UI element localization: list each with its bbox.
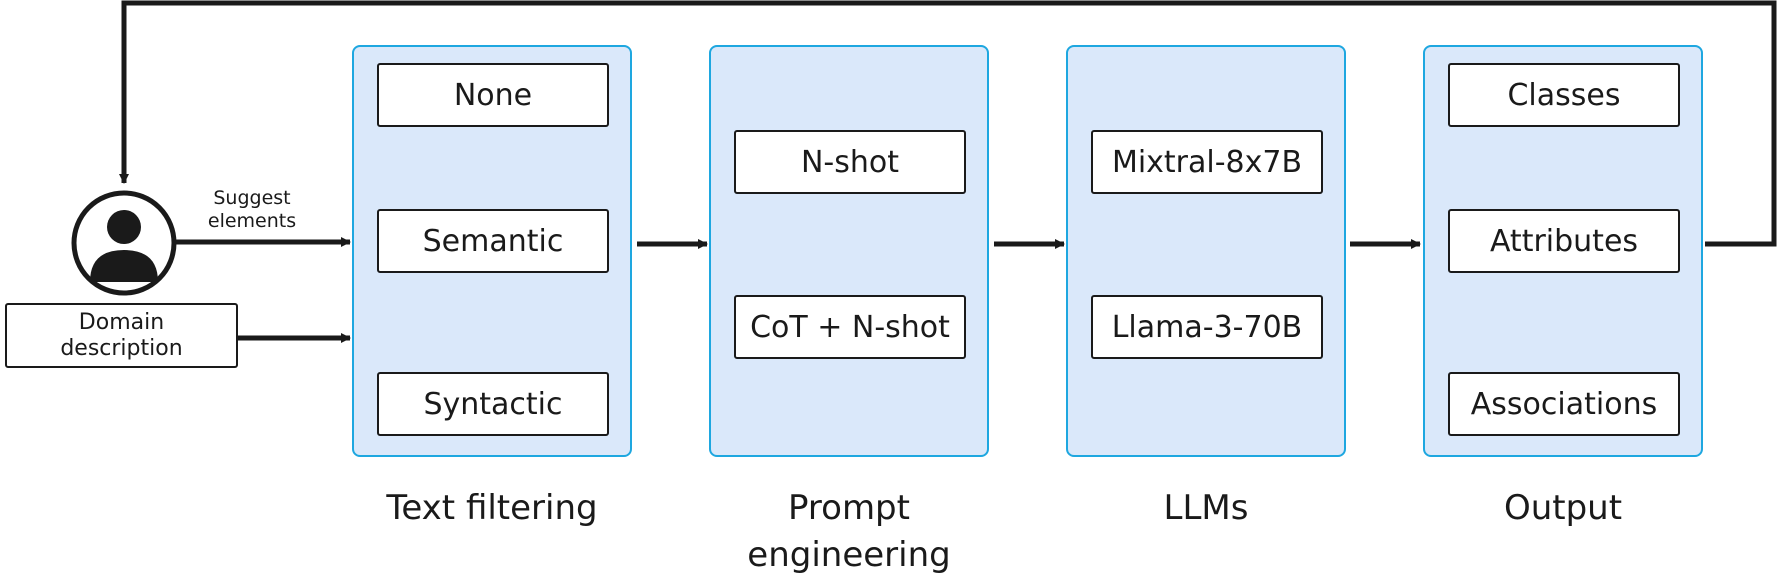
- user-icon: [71, 190, 177, 296]
- stage-label-text-filtering: Text filtering: [386, 488, 598, 528]
- stage-output: Classes Attributes Associations: [1423, 45, 1703, 457]
- option-syntactic: Syntactic: [377, 372, 609, 436]
- option-none: None: [377, 63, 609, 127]
- stage-label-llms: LLMs: [1163, 488, 1249, 528]
- stage-label-output: Output: [1503, 488, 1623, 528]
- suggest-elements-label: Suggest elements: [207, 187, 297, 232]
- stage-prompt-engineering: N-shot CoT + N-shot: [709, 45, 989, 457]
- option-mixtral: Mixtral-8x7B: [1091, 130, 1323, 194]
- domain-description-box: Domain description: [5, 303, 238, 368]
- feedback-loop-arrow: [119, 0, 1777, 247]
- option-llama: Llama-3-70B: [1091, 295, 1323, 359]
- option-associations: Associations: [1448, 372, 1680, 436]
- option-classes: Classes: [1448, 63, 1680, 127]
- option-semantic: Semantic: [377, 209, 609, 273]
- option-attributes: Attributes: [1448, 209, 1680, 273]
- option-n-shot: N-shot: [734, 130, 966, 194]
- option-cot-n-shot: CoT + N-shot: [734, 295, 966, 359]
- stage-llms: Mixtral-8x7B Llama-3-70B: [1066, 45, 1346, 457]
- stage-label-prompt-engineering: Prompt engineering: [747, 488, 951, 575]
- stage-text-filtering: None Semantic Syntactic: [352, 45, 632, 457]
